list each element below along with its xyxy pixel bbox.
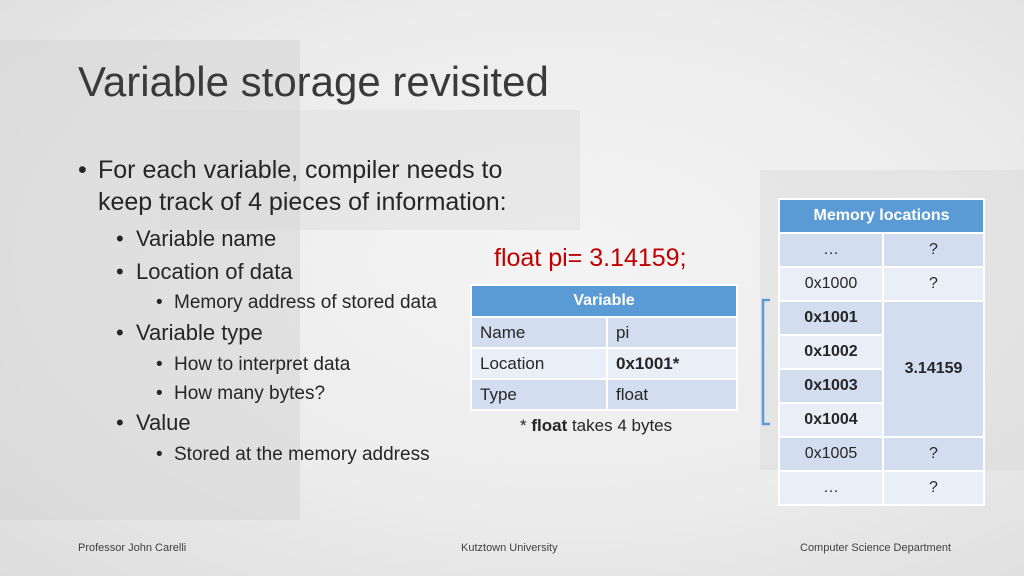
footer-center: Kutztown University <box>461 542 558 554</box>
memory-table: Memory locations … ? 0x1000 ? 0x1001 3.1… <box>778 198 985 506</box>
bullet-variable-type: •Variable type <box>116 320 263 345</box>
bullet-interpret: •How to interpret data <box>156 354 351 375</box>
variable-table-header: Variable <box>470 284 738 318</box>
address-cell: … <box>778 232 884 268</box>
row-value: 0x1001* <box>606 347 738 380</box>
bullet-variable-name: •Variable name <box>116 226 277 251</box>
value-cell: ? <box>882 266 985 302</box>
address-cell: 0x1002 <box>778 334 884 370</box>
code-line: float pi= 3.14159; <box>494 244 687 272</box>
slide-title: Variable storage revisited <box>78 58 549 105</box>
bullet-location: •Location of data <box>116 259 293 284</box>
footnote: * float takes 4 bytes <box>520 416 673 435</box>
value-cell: ? <box>882 232 985 268</box>
table-row: Location 0x1001* <box>470 347 738 380</box>
address-cell: 0x1005 <box>778 436 884 472</box>
bracket-icon <box>761 298 770 426</box>
table-row: … ? <box>778 232 985 268</box>
bullet-bytes: •How many bytes? <box>156 383 326 404</box>
table-row: … ? <box>778 470 985 506</box>
bullet-text-line1: For each variable, compiler needs to <box>98 156 503 184</box>
table-row: 0x1005 ? <box>778 436 985 472</box>
row-value: float <box>606 378 738 411</box>
table-row: 0x1004 <box>778 402 984 438</box>
table-row: Type float <box>470 378 738 411</box>
table-row: 0x1000 ? <box>778 266 985 302</box>
value-cell: ? <box>882 470 985 506</box>
address-cell: … <box>778 470 884 506</box>
bullet-text-line2: keep track of 4 pieces of information: <box>98 188 507 216</box>
row-value: pi <box>606 316 738 349</box>
footer-left: Professor John Carelli <box>78 542 187 554</box>
address-cell: 0x1000 <box>778 266 884 302</box>
value-cell: ? <box>882 436 985 472</box>
table-row: Name pi <box>470 316 738 349</box>
row-label: Location <box>470 347 608 380</box>
table-row: 0x1002 <box>778 334 984 370</box>
table-row: 0x1001 3.14159 <box>778 300 985 438</box>
bullet-stored: •Stored at the memory address <box>156 444 430 465</box>
footer-right: Computer Science Department <box>800 542 952 554</box>
row-label: Type <box>470 378 608 411</box>
value-cell-merged: 3.14159 <box>882 300 985 438</box>
address-cell: 0x1003 <box>778 368 884 404</box>
variable-table: Variable Name pi Location 0x1001* Type f… <box>470 284 738 411</box>
address-cell: 0x1004 <box>778 402 884 438</box>
row-label: Name <box>470 316 608 349</box>
table-row: 0x1003 <box>778 368 984 404</box>
address-cell: 0x1001 <box>778 300 884 336</box>
bullet-value: •Value <box>116 410 191 435</box>
bullet-memory-address: •Memory address of stored data <box>156 292 437 313</box>
memory-table-header: Memory locations <box>778 198 985 234</box>
